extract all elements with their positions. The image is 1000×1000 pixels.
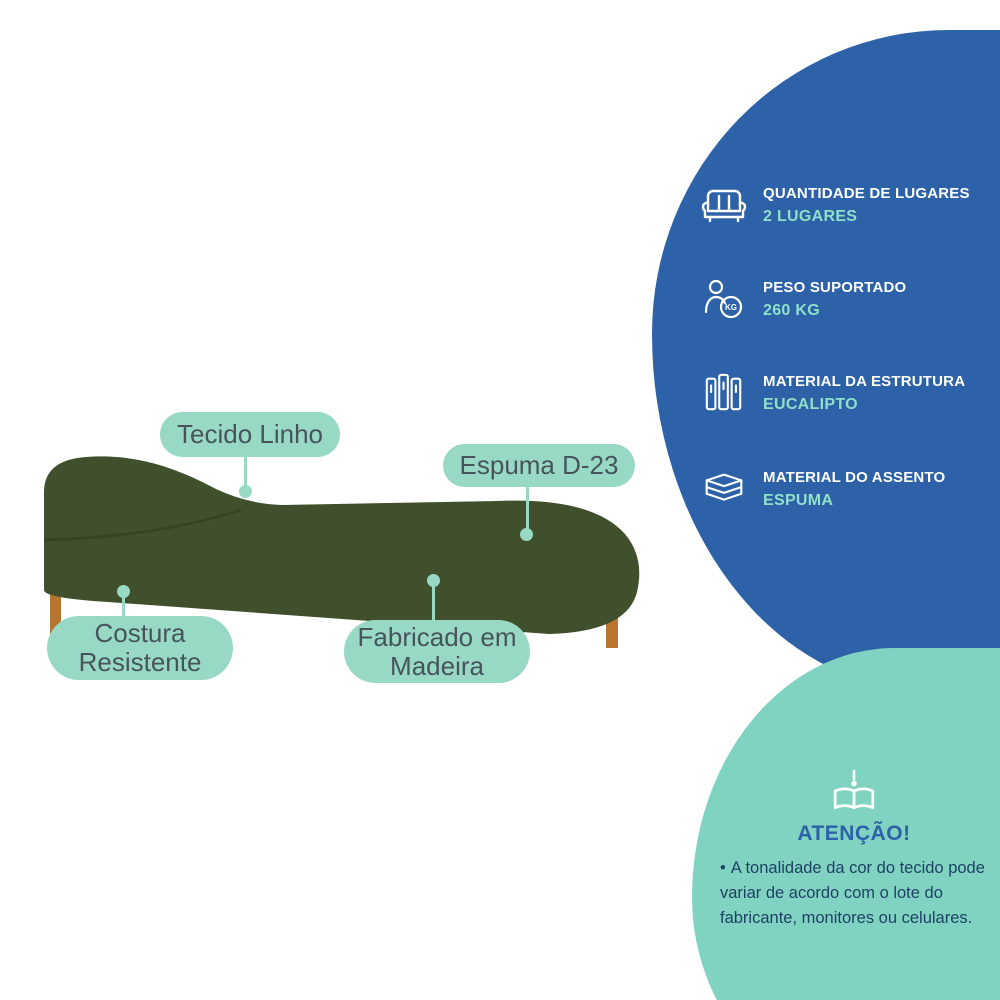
spec-value: EUCALIPTO	[763, 395, 858, 413]
spec-row-weight: KG PESO SUPORTADO 260 KG	[698, 274, 998, 324]
weight-capacity-icon: KG	[698, 274, 750, 324]
spec-value: ESPUMA	[763, 491, 834, 509]
callout-tecido-linho: Tecido Linho	[160, 412, 340, 457]
callout-dot	[427, 574, 440, 587]
spec-value: 260 KG	[763, 301, 820, 319]
callout-line	[122, 596, 125, 620]
spec-label: MATERIAL DO ASSENTO	[763, 468, 946, 486]
spec-text: QUANTIDADE DE LUGARES 2 LUGARES	[763, 185, 970, 226]
spec-label: PESO SUPORTADO	[763, 278, 907, 296]
spec-row-seat-material: MATERIAL DO ASSENTO ESPUMA	[698, 464, 998, 514]
bullet: •	[720, 859, 726, 877]
callout-fabricado-madeira: Fabricado em Madeira	[344, 620, 530, 683]
kg-badge-text: KG	[725, 303, 737, 312]
callout-label: Tecido Linho	[177, 419, 323, 449]
specs-panel-blob	[652, 30, 1000, 690]
callout-line	[244, 456, 247, 490]
callout-costura-resistente: Costura Resistente	[47, 616, 233, 680]
callout-dot	[117, 585, 130, 598]
sofa-seats-icon	[698, 180, 750, 230]
callout-line	[432, 586, 435, 624]
callout-line	[526, 486, 529, 532]
callout-espuma-d23: Espuma D-23	[443, 444, 635, 487]
attention-book-icon	[833, 769, 875, 810]
callout-label: Costura Resistente	[78, 618, 202, 677]
callout-dot	[239, 485, 252, 498]
spec-row-structure: MATERIAL DA ESTRUTURA EUCALIPTO	[698, 368, 998, 418]
attention-text: •A tonalidade da cor do tecido pode vari…	[720, 856, 988, 931]
sofa-seam	[43, 508, 242, 542]
sofa-left-leg	[50, 580, 61, 642]
foam-layers-icon	[698, 464, 750, 514]
wood-structure-icon	[698, 368, 750, 418]
callout-label: Espuma D-23	[459, 450, 619, 480]
spec-label: QUANTIDADE DE LUGARES	[763, 184, 970, 202]
callout-label: Fabricado em Madeira	[357, 621, 517, 681]
spec-text: MATERIAL DO ASSENTO ESPUMA	[763, 469, 945, 510]
attention-text-content: A tonalidade da cor do tecido pode varia…	[720, 859, 985, 927]
spec-value: 2 LUGARES	[763, 207, 858, 225]
chaise-sofa-illustration	[43, 456, 640, 648]
sofa-body	[44, 456, 640, 634]
spec-label: MATERIAL DA ESTRUTURA	[763, 372, 966, 390]
spec-row-seats: QUANTIDADE DE LUGARES 2 LUGARES	[698, 180, 998, 230]
callout-dot	[520, 528, 533, 541]
attention-title: ATENÇÃO!	[797, 822, 911, 845]
attention-section: ATENÇÃO! •A tonalidade da cor do tecido …	[720, 768, 988, 931]
spec-text: PESO SUPORTADO 260 KG	[763, 279, 906, 320]
spec-text: MATERIAL DA ESTRUTURA EUCALIPTO	[763, 373, 965, 414]
